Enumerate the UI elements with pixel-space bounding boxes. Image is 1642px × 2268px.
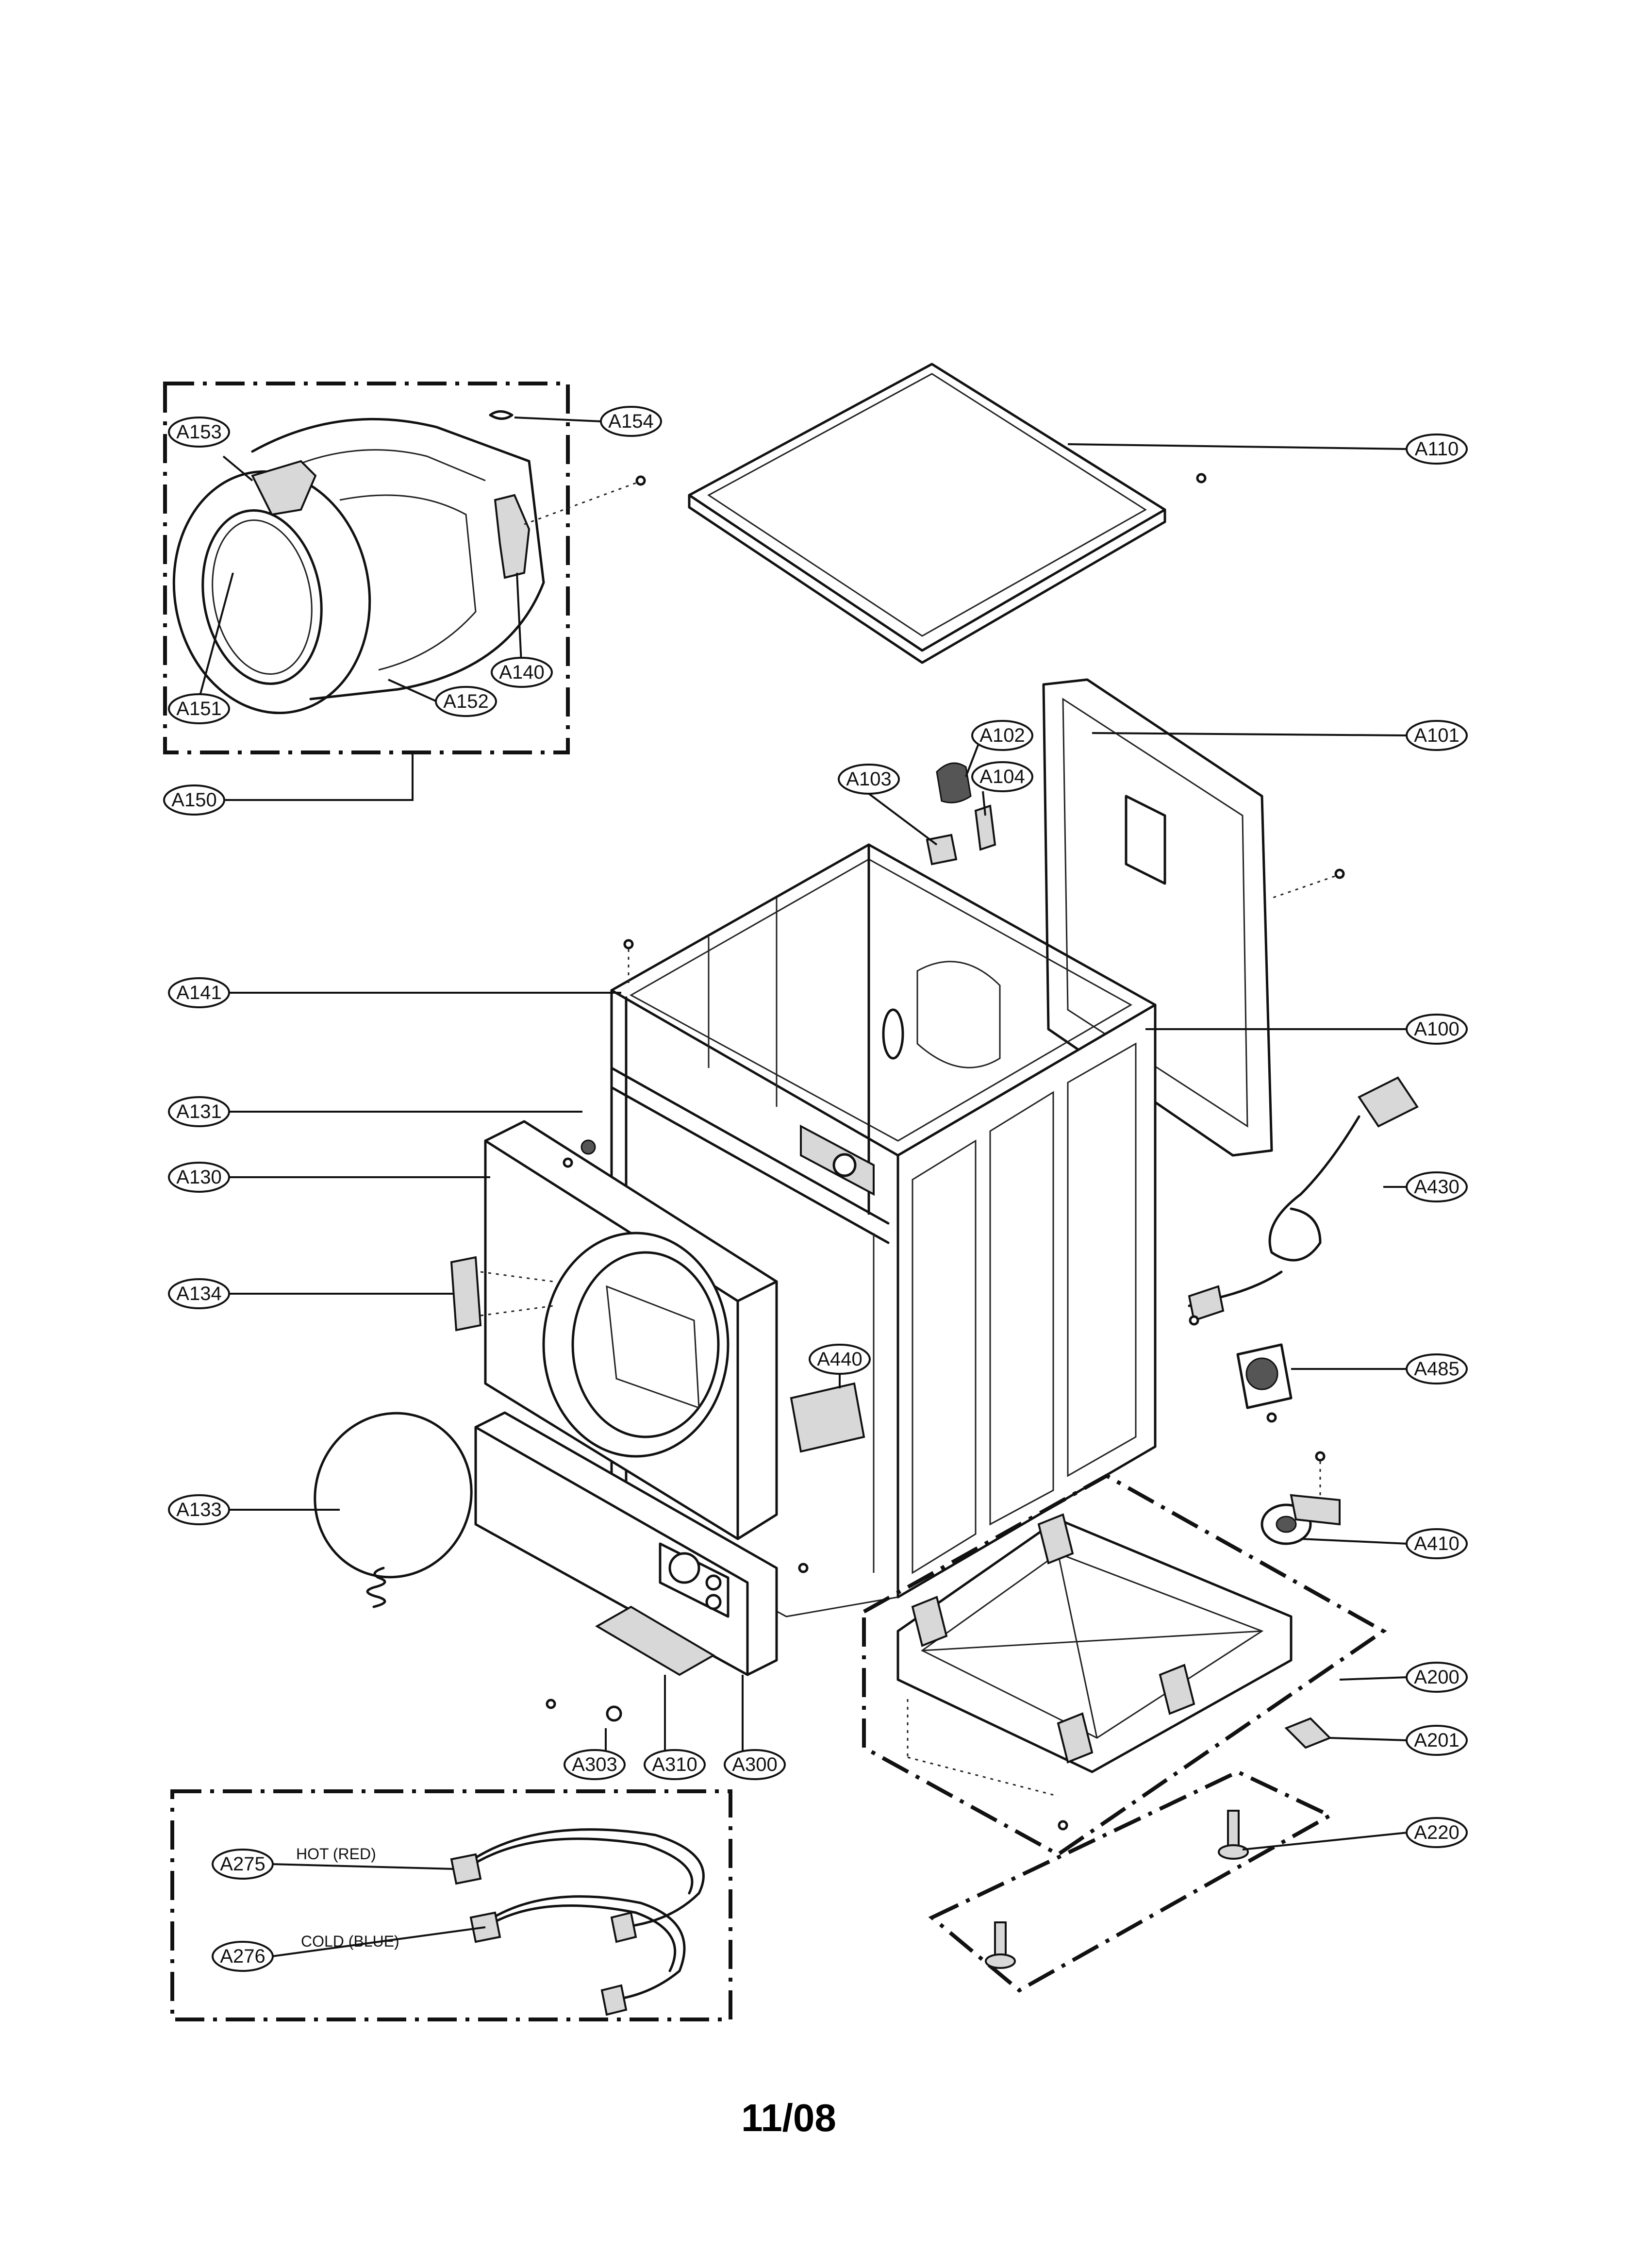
callout-A152: A152 bbox=[435, 686, 497, 717]
svg-text:A276: A276 bbox=[220, 1946, 265, 1967]
callout-A220: A220 bbox=[1406, 1817, 1468, 1848]
power-cord bbox=[1188, 1076, 1419, 1326]
callout-A130: A130 bbox=[168, 1162, 230, 1193]
part-A102 bbox=[936, 762, 972, 803]
door-latch bbox=[251, 460, 317, 516]
svg-text:A151: A151 bbox=[176, 698, 221, 719]
wire-ring bbox=[314, 1412, 473, 1608]
part-A440 bbox=[790, 1382, 865, 1453]
hinge-plate bbox=[450, 1256, 482, 1332]
callout-A101: A101 bbox=[1406, 720, 1468, 751]
svg-text:A133: A133 bbox=[176, 1499, 221, 1520]
callout-A134: A134 bbox=[168, 1278, 230, 1309]
svg-text:A140: A140 bbox=[499, 662, 544, 683]
callout-A104: A104 bbox=[971, 761, 1033, 792]
svg-text:A485: A485 bbox=[1414, 1358, 1459, 1380]
leveling-feet bbox=[928, 1769, 1334, 1993]
callout-A140: A140 bbox=[491, 657, 553, 688]
svg-text:A410: A410 bbox=[1414, 1533, 1459, 1554]
callout-A276: A276 bbox=[212, 1941, 274, 1972]
top-plate bbox=[688, 363, 1207, 664]
svg-text:A134: A134 bbox=[176, 1283, 221, 1304]
callout-A485: A485 bbox=[1406, 1353, 1468, 1384]
callout-A131: A131 bbox=[168, 1096, 230, 1127]
callout-A310: A310 bbox=[644, 1749, 706, 1780]
svg-text:A201: A201 bbox=[1414, 1730, 1459, 1751]
svg-text:A153: A153 bbox=[176, 421, 221, 443]
svg-text:A131: A131 bbox=[176, 1101, 221, 1122]
door-pin bbox=[489, 410, 514, 420]
noise-filter bbox=[1236, 1343, 1293, 1423]
page-code: 11/08 bbox=[741, 2096, 836, 2139]
svg-text:A101: A101 bbox=[1414, 725, 1459, 746]
leader-lines bbox=[198, 417, 1408, 1957]
svg-text:A303: A303 bbox=[572, 1754, 617, 1775]
svg-text:A152: A152 bbox=[443, 691, 488, 712]
door-assembly-group bbox=[163, 382, 646, 754]
svg-text:A102: A102 bbox=[979, 725, 1025, 746]
level-switch bbox=[1261, 1451, 1341, 1545]
svg-text:A275: A275 bbox=[220, 1853, 265, 1875]
svg-text:A110: A110 bbox=[1415, 438, 1459, 460]
svg-text:A200: A200 bbox=[1414, 1667, 1459, 1688]
door-hinge bbox=[494, 494, 531, 579]
inlet-hose-group: HOT (RED) COLD (BLUE) bbox=[170, 1789, 732, 2021]
base-pan bbox=[862, 1473, 1387, 1857]
callout-A303: A303 bbox=[564, 1749, 626, 1780]
callout-A133: A133 bbox=[168, 1494, 230, 1525]
cabinet-frame bbox=[610, 843, 1157, 1618]
svg-text:A104: A104 bbox=[979, 766, 1025, 787]
svg-text:A430: A430 bbox=[1414, 1176, 1459, 1198]
callout-A430: A430 bbox=[1406, 1171, 1468, 1202]
svg-text:A130: A130 bbox=[176, 1167, 221, 1188]
callout-A100: A100 bbox=[1406, 1014, 1468, 1045]
callout-A110: A110 bbox=[1406, 434, 1468, 465]
svg-text:A103: A103 bbox=[846, 768, 891, 790]
callouts: A153 A154 A151 A152 A140 A150 A110 A101 … bbox=[163, 406, 1468, 1972]
svg-text:A154: A154 bbox=[608, 411, 653, 432]
callout-A201: A201 bbox=[1406, 1725, 1468, 1756]
svg-text:A100: A100 bbox=[1414, 1018, 1459, 1040]
callout-A410: A410 bbox=[1406, 1528, 1468, 1559]
part-A103 bbox=[926, 834, 958, 866]
callout-A102: A102 bbox=[971, 720, 1033, 751]
callout-A440: A440 bbox=[809, 1344, 871, 1375]
kick-panel bbox=[474, 1411, 778, 1676]
callout-A103: A103 bbox=[838, 764, 900, 795]
front-panel bbox=[484, 1120, 778, 1540]
svg-text:A310: A310 bbox=[652, 1754, 697, 1775]
callout-A141: A141 bbox=[168, 977, 230, 1008]
callout-A275: A275 bbox=[212, 1849, 274, 1880]
callout-A151: A151 bbox=[168, 693, 230, 724]
part-A201 bbox=[1284, 1717, 1332, 1749]
svg-text:A150: A150 bbox=[171, 789, 216, 811]
callout-A200: A200 bbox=[1406, 1662, 1468, 1693]
hose-note-hot: HOT (RED) bbox=[296, 1845, 376, 1863]
callout-A150: A150 bbox=[163, 784, 225, 816]
svg-text:A300: A300 bbox=[732, 1754, 777, 1775]
callout-A300: A300 bbox=[724, 1749, 786, 1780]
svg-text:A440: A440 bbox=[817, 1349, 862, 1370]
callout-A154: A154 bbox=[600, 406, 662, 437]
svg-text:A220: A220 bbox=[1414, 1822, 1459, 1843]
callout-A153: A153 bbox=[168, 417, 230, 448]
svg-text:A141: A141 bbox=[176, 982, 221, 1003]
